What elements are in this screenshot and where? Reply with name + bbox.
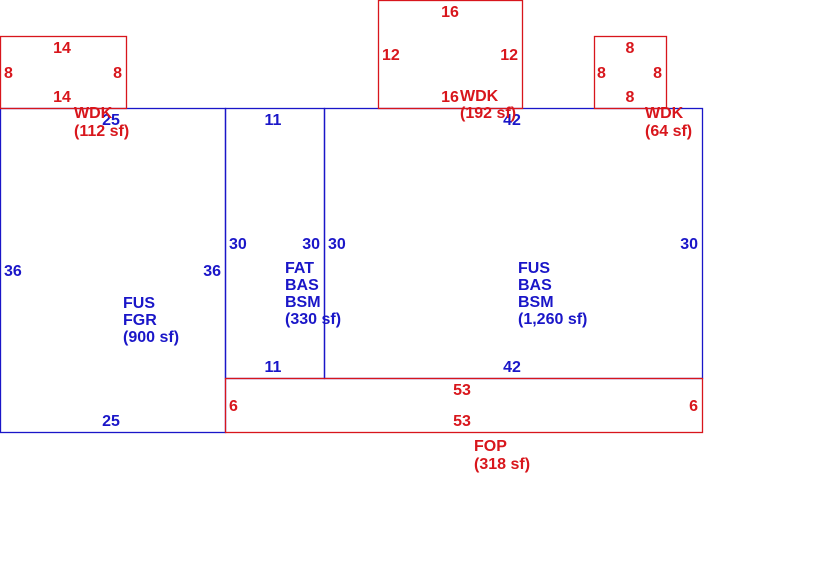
main-label-line1: FUS — [518, 260, 550, 277]
garage-area: (900 sf) — [123, 329, 179, 346]
deck-right-area: (64 sf) — [645, 123, 692, 140]
main-left-dim: 30 — [328, 236, 346, 253]
deck-right-top-dim: 8 — [626, 40, 635, 57]
main-bottom-dim: 42 — [503, 359, 521, 376]
narrow-top-dim: 11 — [265, 112, 282, 129]
narrow-label-line2: BAS — [285, 277, 319, 294]
garage-outline — [0, 107, 227, 434]
deck-center-bottom-dim: 16 — [441, 89, 459, 106]
deck-left-bottom-dim: 14 — [53, 89, 71, 106]
deck-center-outline — [377, 0, 524, 110]
main-label-line2: BAS — [518, 277, 552, 294]
narrow-bottom-dim: 11 — [265, 359, 282, 376]
porch-label: FOP — [474, 438, 507, 455]
narrow-label-line3: BSM — [285, 294, 321, 311]
deck-center-left-dim: 12 — [382, 47, 400, 64]
garage-top-dim: 25 — [102, 112, 120, 129]
porch-outline — [224, 377, 704, 434]
deck-right-right-dim: 8 — [653, 65, 662, 82]
porch-left-dim: 6 — [229, 398, 238, 415]
deck-left-label: WDK — [74, 105, 113, 122]
deck-right-bottom-dim: 8 — [626, 89, 635, 106]
porch-bottom-dim: 53 — [453, 413, 471, 430]
main-right-dim: 30 — [680, 236, 698, 253]
narrow-left-dim: 30 — [229, 236, 247, 253]
main-top-dim: 42 — [503, 112, 521, 129]
deck-right-left-dim: 8 — [597, 65, 606, 82]
deck-right-outline — [593, 35, 668, 110]
deck-left-top-dim: 14 — [53, 40, 71, 57]
porch-right-dim: 6 — [689, 398, 698, 415]
narrow-right-dim: 30 — [302, 236, 320, 253]
deck-left-left-dim: 8 — [4, 65, 13, 82]
narrow-label-line1: FAT — [285, 260, 314, 277]
main-label-line3: BSM — [518, 294, 554, 311]
garage-left-dim: 36 — [4, 263, 22, 280]
main-area: (1,260 sf) — [518, 311, 587, 328]
deck-left-right-dim: 8 — [113, 65, 122, 82]
garage-right-dim: 36 — [203, 263, 221, 280]
deck-center-top-dim: 16 — [441, 4, 459, 21]
deck-right-label: WDK — [645, 105, 684, 122]
main-area-outline — [323, 107, 704, 380]
garage-label-line2: FGR — [123, 312, 157, 329]
garage-label-line1: FUS — [123, 295, 155, 312]
deck-left-outline — [0, 35, 128, 110]
porch-top-dim: 53 — [453, 382, 471, 399]
deck-center-label: WDK — [460, 88, 499, 105]
porch-area: (318 sf) — [474, 456, 530, 473]
narrow-area: (330 sf) — [285, 311, 341, 328]
deck-center-area: (192 sf) — [460, 105, 516, 122]
garage-bottom-dim: 25 — [102, 413, 120, 430]
deck-left-area: (112 sf) — [74, 123, 129, 140]
deck-center-right-dim: 12 — [500, 47, 518, 64]
